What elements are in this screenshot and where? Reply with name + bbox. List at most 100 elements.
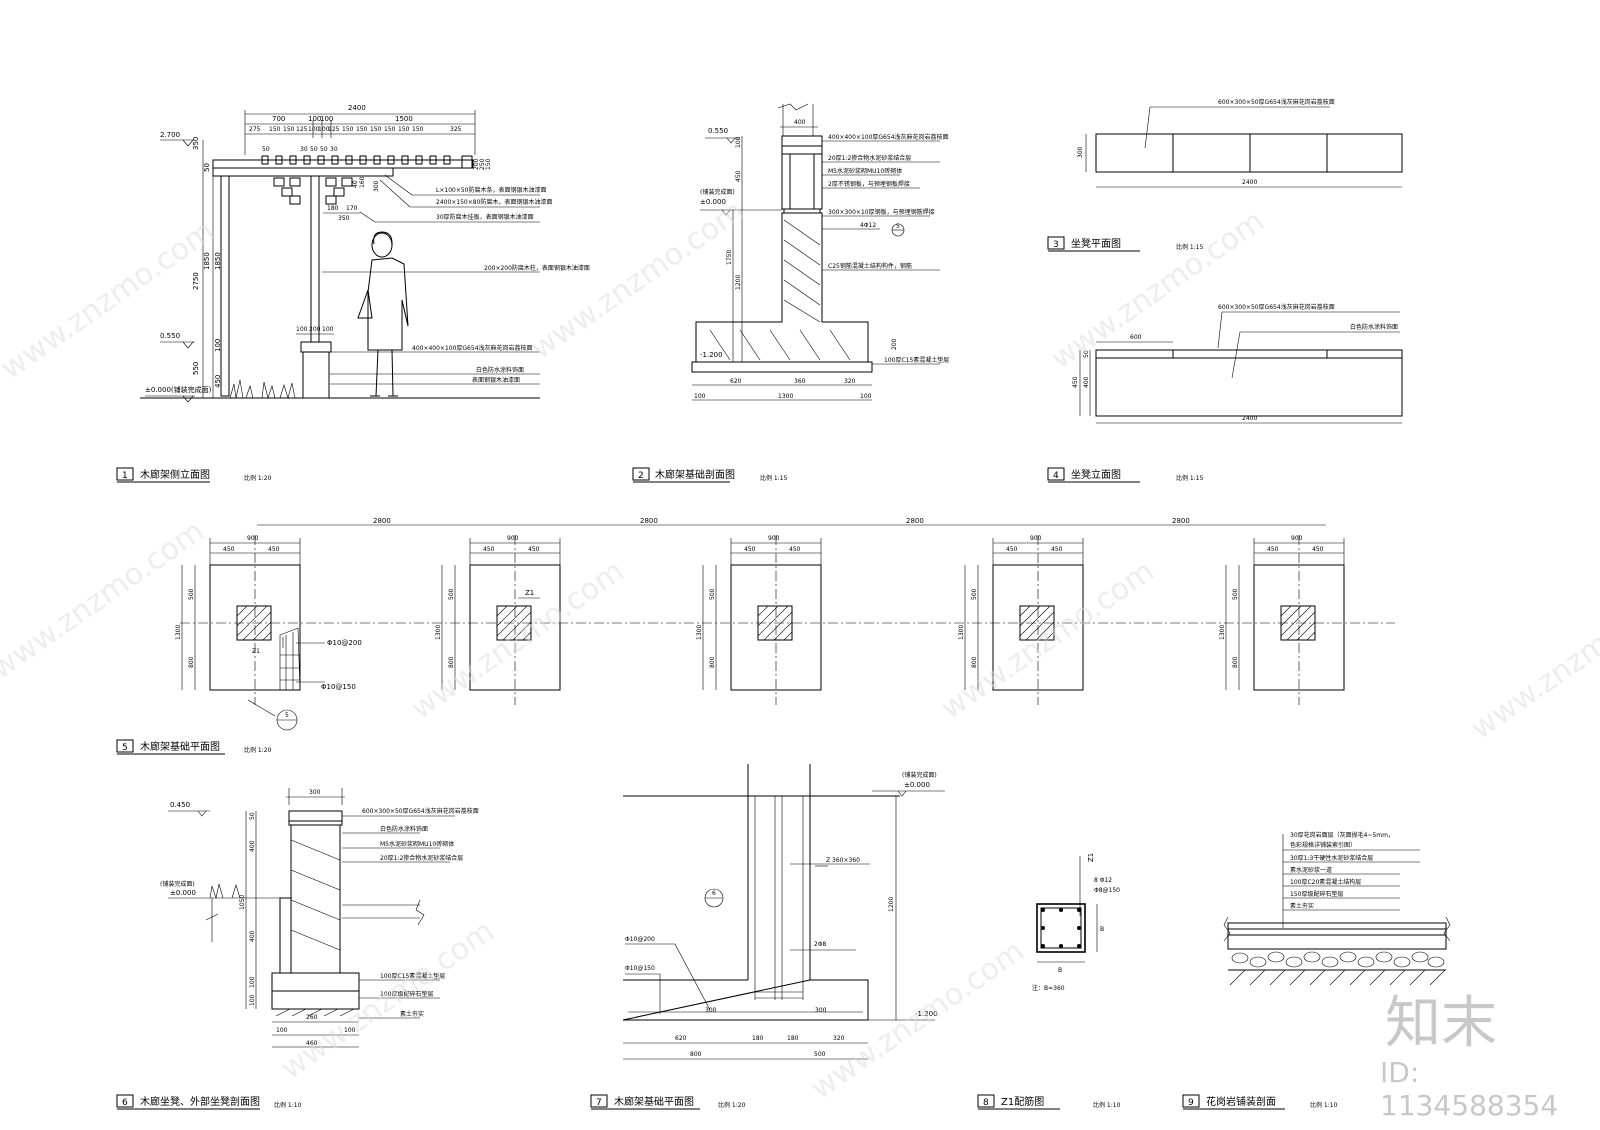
svg-text:比例 1:15: 比例 1:15	[1176, 474, 1204, 482]
d5-title: 木廊架基础平面图	[140, 740, 220, 753]
pad-half-right: 450	[528, 546, 540, 553]
svg-text:170: 170	[346, 205, 358, 212]
pad-half-left: 450	[1267, 546, 1279, 553]
svg-text:150: 150	[370, 126, 382, 133]
svg-text:50: 50	[320, 146, 328, 153]
d1-note-5: 白色防水涂料饰面	[476, 366, 524, 374]
svg-text:8: 8	[983, 1098, 989, 1108]
svg-text:2Φ8: 2Φ8	[814, 941, 827, 948]
drawing-6-bench-section: 0.450 (铺装完成面) ±0.000 300 50 400 1050 400…	[116, 788, 479, 1110]
svg-text:50: 50	[203, 163, 211, 172]
svg-text:5: 5	[285, 712, 289, 719]
svg-text:9: 9	[1188, 1098, 1194, 1108]
human-scale-figure	[357, 231, 409, 397]
pad-half-right: 450	[1312, 546, 1324, 553]
svg-text:2800: 2800	[906, 517, 924, 525]
svg-text:1050: 1050	[239, 895, 246, 910]
svg-text:180: 180	[327, 205, 339, 212]
svg-text:320: 320	[844, 378, 856, 385]
svg-text:0.450: 0.450	[170, 801, 190, 809]
d2-note-4: 300×300×10厚钢板，与预埋钢筋焊接	[828, 208, 935, 216]
svg-text:100: 100	[322, 326, 334, 333]
svg-text:50: 50	[249, 812, 256, 820]
svg-text:300: 300	[815, 1007, 827, 1014]
svg-text:2400: 2400	[1242, 179, 1257, 186]
svg-text:7: 7	[596, 1098, 602, 1108]
pad-half-left: 450	[223, 546, 235, 553]
d2-note-0: 400×400×100厚G654浅灰麻花岗岩荔枝面	[828, 133, 949, 141]
svg-text:100: 100	[308, 126, 320, 133]
svg-text:150厚级配碎石垫层: 150厚级配碎石垫层	[1290, 890, 1343, 898]
d5-rebar-mesh	[280, 632, 300, 690]
d1-dims-row3: 50 30 50 50 30	[262, 146, 338, 153]
d6-note-1: 白色防水涂料饰面	[380, 825, 428, 833]
svg-text:比例 1:15: 比例 1:15	[760, 474, 788, 482]
svg-text:100: 100	[214, 339, 222, 352]
svg-text:260: 260	[306, 1014, 318, 1021]
d1-note-3: 200×200防腐木柱，表面钢银木油漆面	[484, 264, 590, 272]
svg-text:200: 200	[891, 338, 898, 350]
svg-text:2800: 2800	[640, 517, 658, 525]
svg-text:600: 600	[1130, 334, 1142, 341]
d1-note-1: 2400×150×80防腐木，表面钢银木油漆面	[436, 198, 552, 206]
svg-text:100: 100	[276, 1027, 288, 1034]
drawing-4-bench-elevation: 600×300×50厚G654浅灰麻花岗岩荔枝面 白色防水涂料饰面 600 24…	[1047, 303, 1403, 483]
svg-text:100: 100	[318, 126, 330, 133]
pad-dim-800: 800	[971, 656, 978, 668]
pad-half-right: 450	[1051, 546, 1063, 553]
d3-title: 坐凳平面图	[1071, 238, 1121, 250]
d1-dim-100b: 100	[320, 115, 333, 123]
svg-text:50: 50	[262, 146, 270, 153]
svg-text:6: 6	[712, 890, 716, 897]
d6-note-0: 600×300×50厚G654浅灰麻花岗岩荔枝面	[362, 807, 479, 815]
d7-title: 木廊架基础平面图	[614, 1095, 694, 1108]
svg-text:460: 460	[306, 1040, 318, 1047]
svg-text:400: 400	[1083, 376, 1090, 388]
svg-text:比例 1:10: 比例 1:10	[274, 1101, 302, 1109]
d1-note-4: 400×400×100厚G654浅灰麻花岗岩荔枝面	[412, 344, 533, 352]
d1-title: 木廊架侧立面图	[140, 468, 210, 481]
svg-text:450: 450	[1072, 376, 1079, 388]
pad-dim-1300: 1300	[1219, 625, 1226, 640]
svg-text:100: 100	[296, 326, 308, 333]
svg-text:www.znzmo.com: www.znzmo.com	[935, 554, 1161, 727]
svg-text:比例 1:20: 比例 1:20	[718, 1101, 746, 1109]
d6-title: 木廊坐凳、外部坐凳剖面图	[140, 1095, 260, 1108]
pad-dim-1300: 1300	[696, 625, 703, 640]
svg-text:素水泥砂浆一道: 素水泥砂浆一道	[1290, 866, 1332, 874]
svg-text:Φ10@150: Φ10@150	[321, 683, 356, 691]
svg-text:3: 3	[1053, 240, 1059, 250]
d2-elev-finish: (铺装完成面)	[700, 188, 735, 196]
pad-dim-800: 800	[448, 656, 455, 668]
svg-text:比例 1:10: 比例 1:10	[1310, 1101, 1338, 1109]
svg-text:Φ10@200: Φ10@200	[327, 639, 362, 647]
svg-text:400: 400	[794, 119, 806, 126]
svg-text:275: 275	[249, 126, 261, 133]
d2-note-5: 4Φ12	[860, 222, 876, 229]
d1-elev-2700: 2.700	[160, 131, 180, 139]
svg-text:200: 200	[309, 326, 321, 333]
svg-text:150: 150	[412, 126, 424, 133]
d2-elev-0000: ±0.000	[700, 198, 726, 206]
svg-text:Φ8@150: Φ8@150	[1094, 887, 1120, 894]
svg-text:www.znzmo.com: www.znzmo.com	[275, 914, 501, 1087]
svg-text:450: 450	[214, 375, 222, 388]
svg-text:比例 1:20: 比例 1:20	[244, 746, 272, 754]
svg-text:160: 160	[359, 176, 366, 188]
pad-half-right: 450	[789, 546, 801, 553]
d9-gravel	[1231, 951, 1445, 968]
watermark-id: ID: 1134588354	[1380, 1056, 1559, 1122]
d1-note-2: 30厚防腐木挂板，表面钢银木油漆面	[436, 213, 534, 221]
svg-text:-1.200: -1.200	[915, 1010, 938, 1018]
d6-note-3: 20厚1:2掺合物水泥砂浆结合层	[380, 854, 463, 862]
svg-text:100: 100	[735, 136, 742, 148]
d4-title: 坐凳立面图	[1071, 468, 1121, 481]
svg-text:40: 40	[352, 180, 359, 188]
svg-text:150: 150	[485, 158, 492, 170]
svg-text:B: B	[1058, 967, 1062, 974]
svg-text:30: 30	[300, 146, 308, 153]
svg-text:620: 620	[675, 1035, 687, 1042]
svg-text:150: 150	[398, 126, 410, 133]
